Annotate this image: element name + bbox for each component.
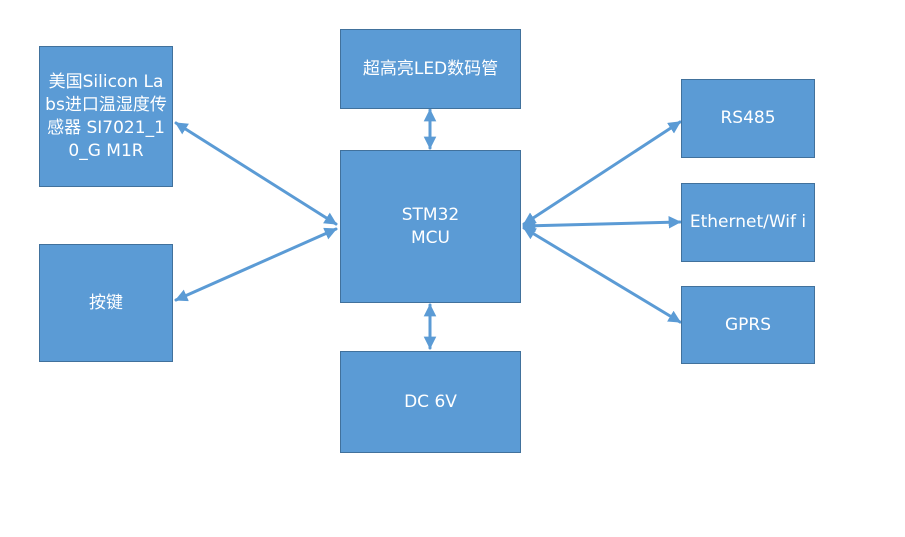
keys-block: 按键 — [39, 244, 173, 362]
display-label: 超高亮LED数码管 — [362, 58, 499, 79]
link-mcu-keys — [174, 227, 338, 302]
sensor-label: 美国Silicon Labs进口温湿度传感器 SI7021_10_G M1R — [45, 71, 167, 161]
link-mcu-rs485 — [522, 120, 682, 226]
link-mcu-ethernet — [522, 215, 682, 233]
display-block: 超高亮LED数码管 — [340, 29, 521, 109]
gprs-block: GPRS — [681, 286, 815, 364]
sensor-block: 美国Silicon Labs进口温湿度传感器 SI7021_10_G M1R — [39, 46, 173, 187]
mcu-label: STM32 MCU — [401, 204, 460, 248]
mcu-block: STM32 MCU — [340, 150, 521, 303]
power-label: DC 6V — [404, 391, 457, 412]
link-mcu-sensor — [174, 121, 338, 226]
ethernet-label: Ethernet/Wif i — [689, 212, 807, 232]
rs485-block: RS485 — [681, 79, 815, 158]
power-block: DC 6V — [340, 351, 521, 453]
link-mcu-gprs — [522, 226, 682, 324]
keys-label: 按键 — [89, 292, 123, 313]
gprs-label: GPRS — [724, 314, 772, 335]
rs485-label: RS485 — [720, 108, 776, 128]
ethernet-block: Ethernet/Wif i — [681, 183, 815, 262]
